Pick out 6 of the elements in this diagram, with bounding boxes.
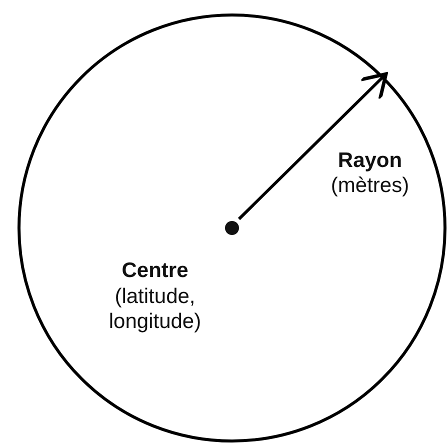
edge-label: Rayon (mètres) bbox=[330, 148, 410, 198]
centre-dot bbox=[225, 221, 239, 235]
point-label: Centre bbox=[120, 258, 190, 283]
radius-arrow bbox=[238, 72, 388, 220]
coordinates-label: (latitude, longitude) bbox=[108, 284, 202, 334]
circle-outline bbox=[17, 13, 447, 443]
